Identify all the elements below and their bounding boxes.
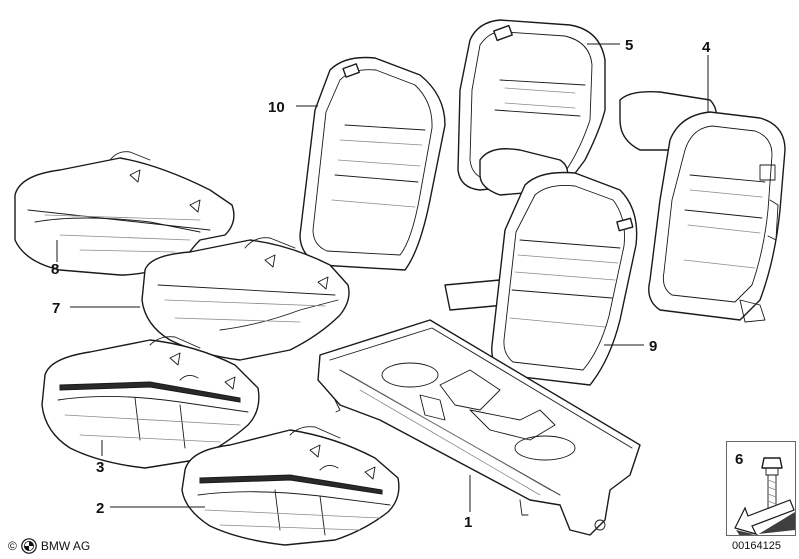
arrow-indicator-icon	[734, 499, 795, 536]
document-number: 00164125	[732, 540, 781, 552]
callout-9: 9	[649, 338, 657, 355]
part-10-backrest-left[interactable]	[299, 56, 446, 271]
brand-label: BMW AG	[40, 539, 91, 553]
callout-2: 2	[96, 500, 104, 517]
callout-10: 10	[268, 99, 285, 116]
part-8-seat-cushion[interactable]	[14, 151, 235, 276]
part-1-seat-base[interactable]	[317, 319, 641, 536]
callout-4: 4	[702, 39, 711, 56]
part-9-backrest-centre[interactable]	[444, 148, 638, 386]
callout-5: 5	[625, 37, 633, 54]
callout-1: 1	[464, 514, 472, 531]
callout-7: 7	[52, 300, 60, 317]
part-4-backrest-right[interactable]	[619, 90, 786, 323]
part-7-seat-cushion[interactable]	[141, 237, 350, 361]
callout-3: 3	[96, 459, 104, 476]
callout-6: 6	[735, 451, 743, 468]
part-6-detail-box	[726, 441, 796, 536]
part-5-backrest-side[interactable]	[457, 19, 606, 191]
copyright-symbol: ©	[8, 539, 17, 553]
copyright-footer: © BMW AG	[8, 538, 90, 554]
part-3-seat-upholstery[interactable]	[41, 336, 260, 469]
part-2-seat-upholstery[interactable]	[181, 426, 400, 546]
bmw-roundel-icon	[21, 538, 37, 554]
callout-8: 8	[51, 261, 59, 278]
